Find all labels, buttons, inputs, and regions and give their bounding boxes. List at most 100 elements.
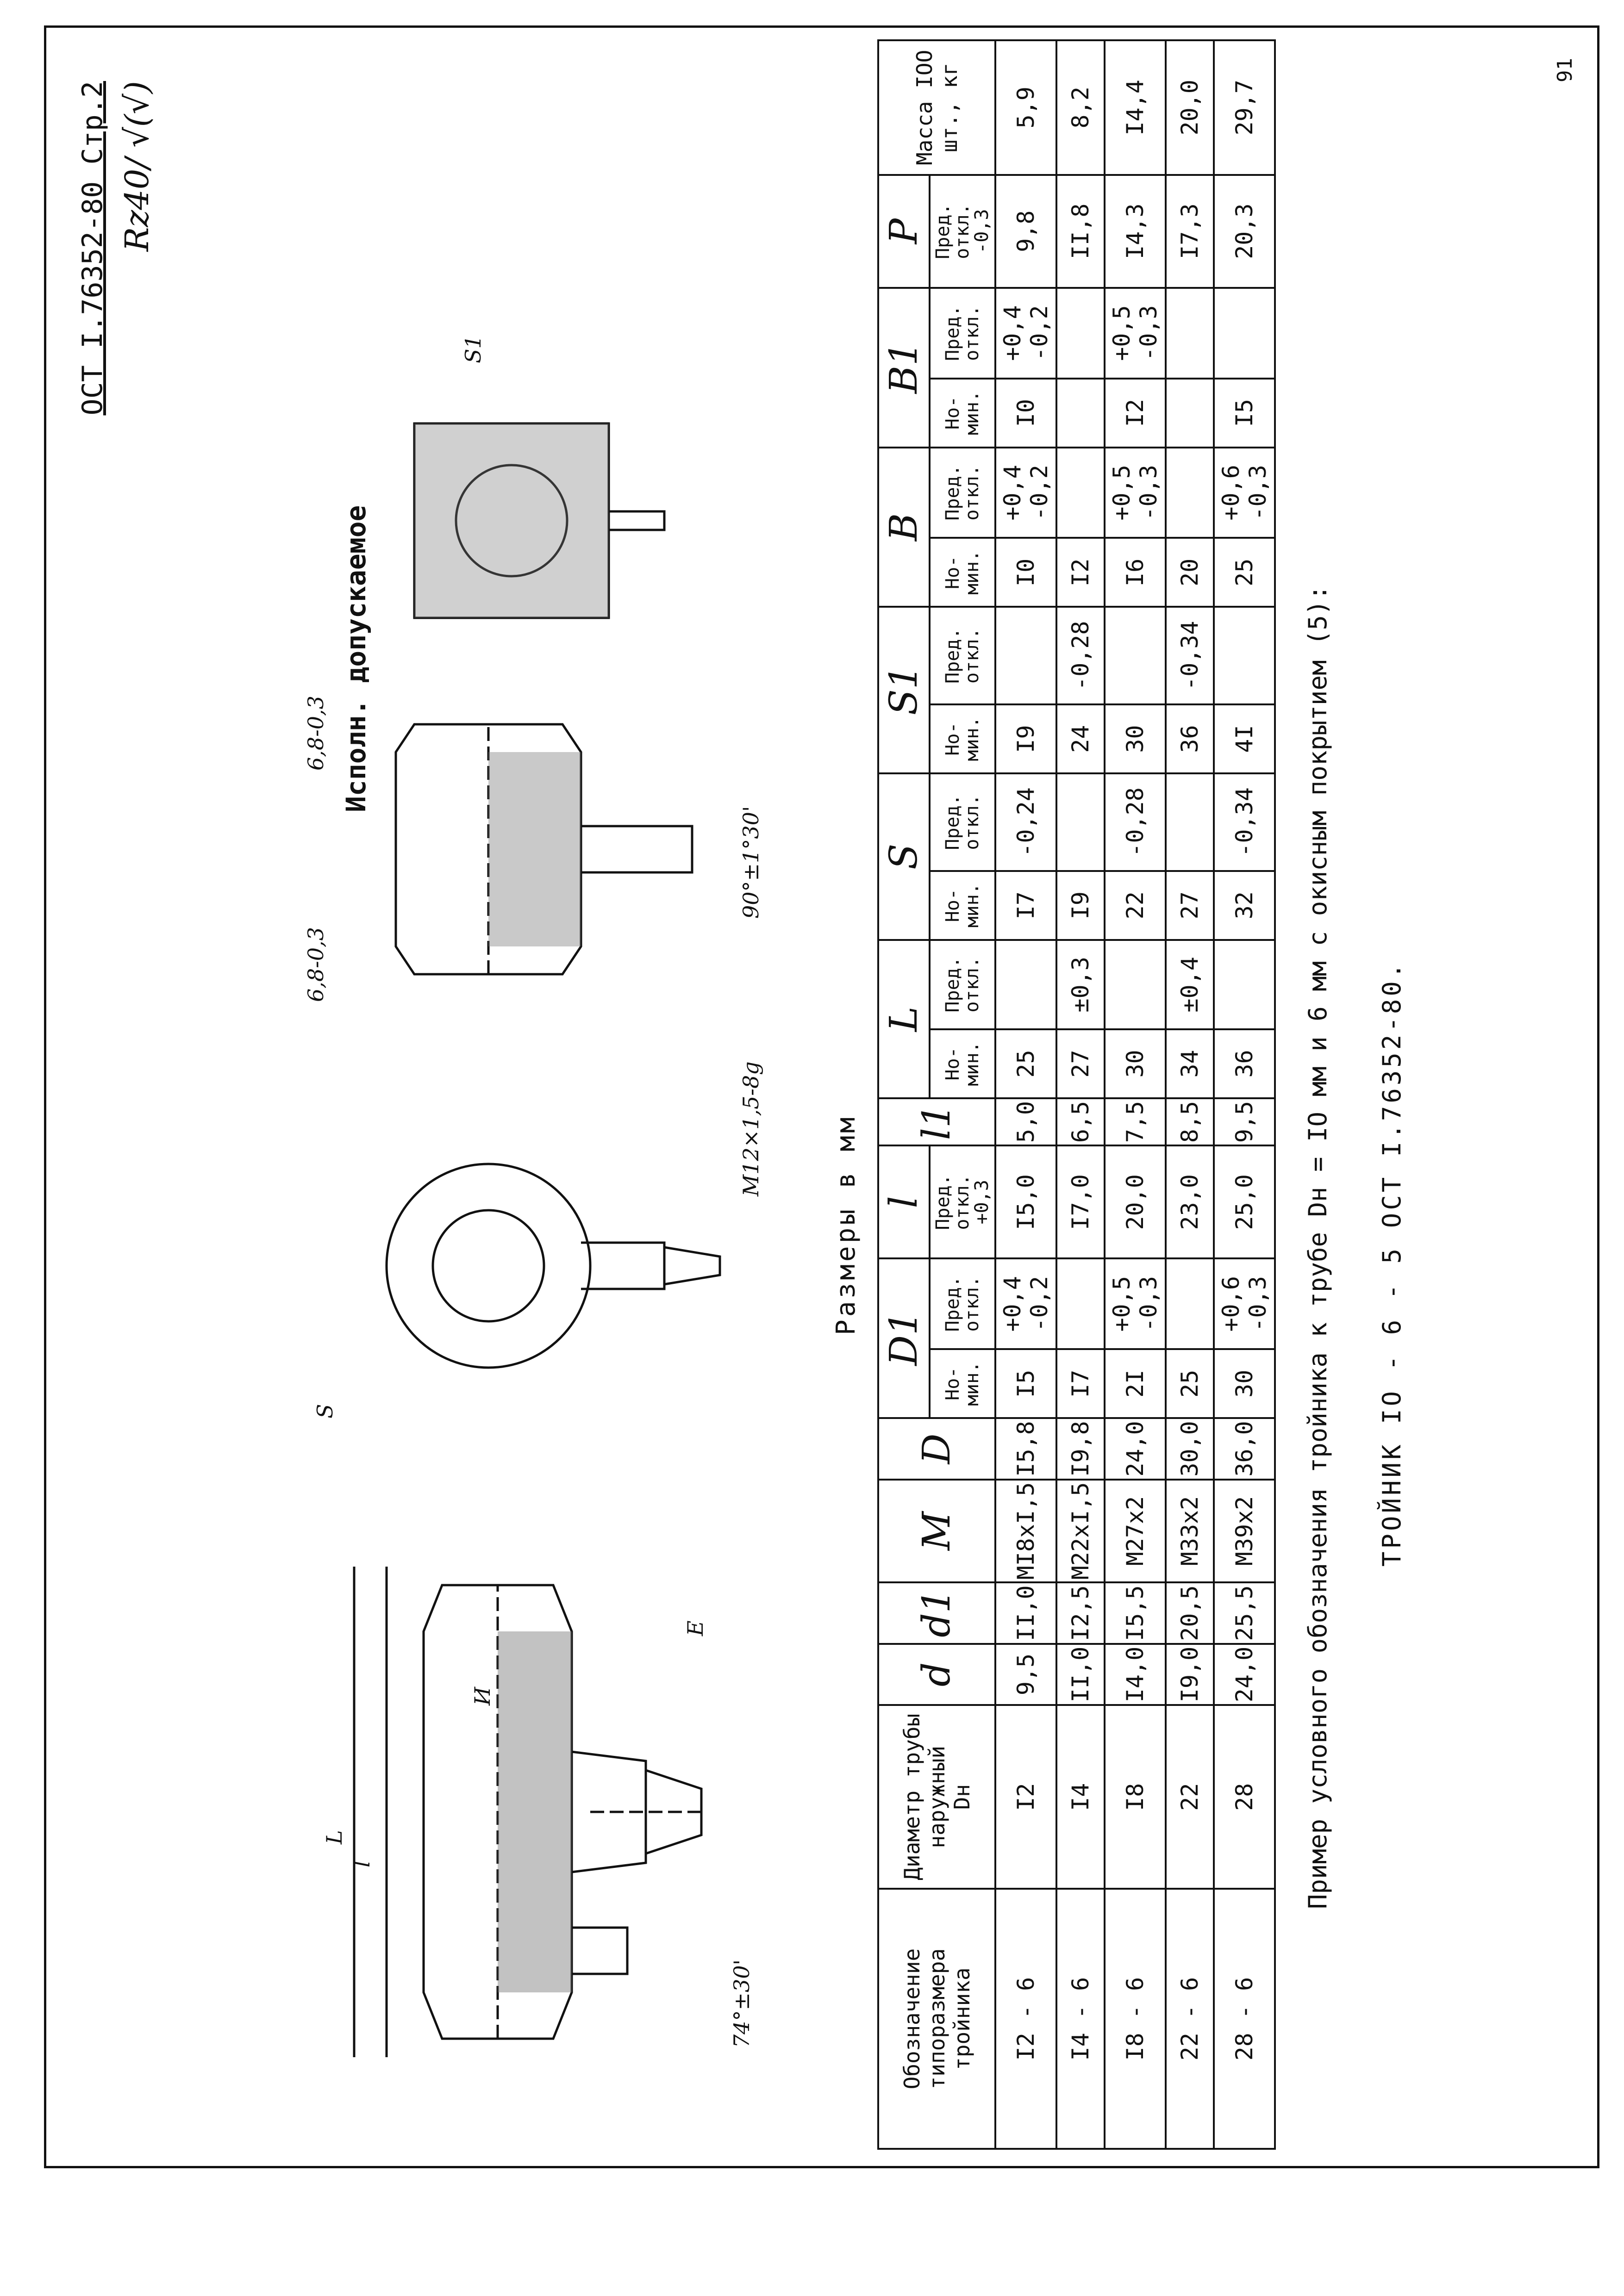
sub-nom: Но- мин.	[930, 538, 995, 607]
cell-des: 22 - 6	[1166, 1889, 1214, 2149]
cell-d1: I5,5	[1105, 1582, 1166, 1644]
sub-nom: Но- мин.	[930, 871, 995, 940]
side-view-drawing	[385, 1163, 721, 1369]
cell-d: II,0	[1056, 1643, 1105, 1705]
cell-S1n: 36	[1166, 704, 1214, 774]
cell-l1: 7,5	[1105, 1098, 1166, 1146]
cell-D1t: +0,6 -0,3	[1214, 1258, 1275, 1350]
cell-l: I7,0	[1056, 1145, 1105, 1259]
cell-Sn: 27	[1166, 871, 1214, 940]
cell-mass: 5,9	[995, 40, 1056, 175]
cell-Lt	[995, 940, 1056, 1030]
cell-d: I9,0	[1166, 1643, 1214, 1705]
cell-Bt: +0,6 -0,3	[1214, 447, 1275, 538]
cell-D1t	[1166, 1258, 1214, 1350]
cell-dn: 22	[1166, 1705, 1214, 1889]
cell-Sn: I9	[1056, 871, 1105, 940]
cell-Bn: 25	[1214, 538, 1275, 607]
col-l1: l1	[878, 1098, 995, 1146]
cell-S1t	[1214, 607, 1275, 705]
label-68a: 6,8-0,3	[303, 927, 328, 1002]
cell-Lt: ±0,3	[1056, 940, 1105, 1030]
cell-S1t	[995, 607, 1056, 705]
sub-tol-p: Пред. откл. -0,3	[930, 174, 995, 288]
cell-Bn: 20	[1166, 538, 1214, 607]
cell-des: I8 - 6	[1105, 1889, 1166, 2149]
cell-Lt	[1214, 940, 1275, 1030]
cell-l1: 8,5	[1166, 1098, 1214, 1146]
col-S1: S1	[878, 607, 930, 774]
col-L: L	[878, 940, 930, 1098]
col-l: l	[878, 1145, 930, 1259]
label-L: L	[322, 1830, 347, 1844]
cell-M: M33x2	[1166, 1479, 1214, 1583]
roughness-mark: Rz40/ √(√)	[118, 81, 156, 252]
cell-D: 24,0	[1105, 1418, 1166, 1480]
cell-Bt: +0,5 -0,3	[1105, 447, 1166, 538]
section-view-drawing	[394, 723, 693, 976]
label-dn: И	[470, 1686, 495, 1705]
cell-D1n: 30	[1214, 1349, 1275, 1419]
cell-P: II,8	[1056, 174, 1105, 288]
cell-P: I4,3	[1105, 174, 1166, 288]
cell-d: I4,0	[1105, 1643, 1166, 1705]
label-S: S	[312, 1404, 337, 1419]
cell-mass: I4,4	[1105, 40, 1166, 175]
col-M: M	[878, 1479, 995, 1583]
cell-dn: I8	[1105, 1705, 1166, 1889]
doc-code: ОСТ I.76352-80 Стр.2	[76, 81, 109, 416]
cell-B1n: I0	[995, 378, 1056, 448]
label-M12: M12×1,5-8g	[738, 1061, 763, 1196]
cell-Ln: 36	[1214, 1029, 1275, 1098]
cell-d1: 20,5	[1166, 1582, 1214, 1644]
cell-M: M39x2	[1214, 1479, 1275, 1583]
sub-tol: Пред. откл.	[930, 1258, 995, 1350]
cell-d: 9,5	[995, 1643, 1056, 1705]
col-D1: D1	[878, 1258, 930, 1419]
label-68b: 6,8-0,3	[303, 696, 328, 771]
cell-St	[1166, 773, 1214, 871]
col-P: P	[878, 174, 930, 288]
cell-Sn: 32	[1214, 871, 1275, 940]
col-B: B	[878, 447, 930, 607]
cell-Bt	[1056, 447, 1105, 538]
cell-D: 36,0	[1214, 1418, 1275, 1480]
cell-dn: I2	[995, 1705, 1056, 1889]
cell-des: I2 - 6	[995, 1889, 1056, 2149]
label-S1: S1	[461, 335, 486, 363]
rotated-sheet: ОСТ I.76352-80 Стр.2 Rz40/ √(√) Исполн. …	[44, 25, 1599, 2168]
cell-des: I4 - 6	[1056, 1889, 1105, 2149]
cell-d1: I2,5	[1056, 1582, 1105, 1644]
col-D: D	[878, 1418, 995, 1480]
cell-B1t: +0,5 -0,3	[1105, 287, 1166, 379]
cell-D: I9,8	[1056, 1418, 1105, 1480]
cell-l1: 9,5	[1214, 1098, 1275, 1146]
cell-B1n	[1056, 378, 1105, 448]
label-angle: 74°±30'	[729, 1959, 754, 2048]
cell-l1: 5,0	[995, 1098, 1056, 1146]
cell-M: MI8xI,5	[995, 1479, 1056, 1583]
cell-St: -0,24	[995, 773, 1056, 871]
cell-mass: 8,2	[1056, 40, 1105, 175]
cell-B1n: I2	[1105, 378, 1166, 448]
cell-D1n: I7	[1056, 1349, 1105, 1419]
cell-mass: 29,7	[1214, 40, 1275, 175]
spec-table: Обозначение типоразмера тройника Диаметр…	[877, 39, 1276, 2150]
cell-Bn: I0	[995, 538, 1056, 607]
col-d: d	[878, 1643, 995, 1705]
cell-St	[1056, 773, 1105, 871]
cell-P: I7,3	[1166, 174, 1214, 288]
cell-dn: I4	[1056, 1705, 1105, 1889]
cell-S1t: -0,28	[1056, 607, 1105, 705]
cell-D1t: +0,4 -0,2	[995, 1258, 1056, 1350]
cell-S1n: 24	[1056, 704, 1105, 774]
cell-l: I5,0	[995, 1145, 1056, 1259]
cell-d1: 25,5	[1214, 1582, 1275, 1644]
front-view-drawing	[353, 1567, 703, 2057]
cell-M: M27x2	[1105, 1479, 1166, 1583]
cell-St: -0,34	[1214, 773, 1275, 871]
cell-B1n: I5	[1214, 378, 1275, 448]
cell-Bt: +0,4 -0,2	[995, 447, 1056, 538]
alt-version-drawing	[413, 422, 666, 619]
